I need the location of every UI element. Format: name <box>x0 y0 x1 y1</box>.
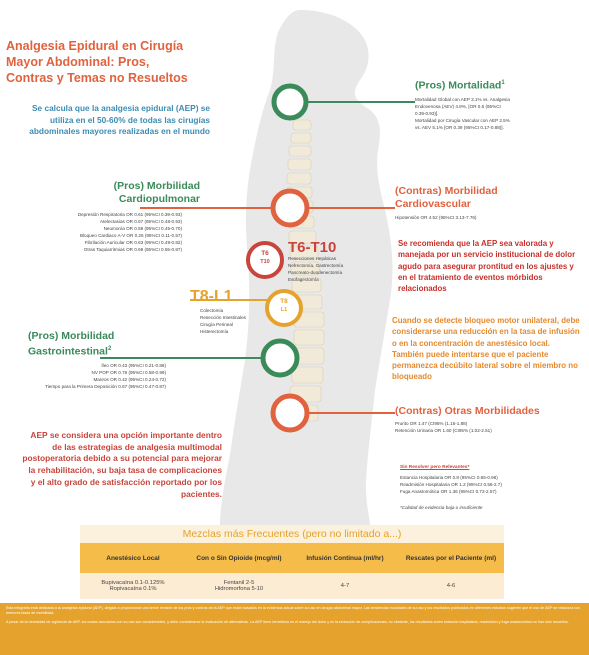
intro-text: Se calcula que la analgesia epidural (AE… <box>29 103 210 136</box>
t8-line: Cirugía Perineal <box>200 321 233 327</box>
table-header-row: Anestésico Local Con o Sin Opioide (mcg/… <box>80 543 504 573</box>
otras-line: Prurito OR 1.47 (CI95% (1.15-1.88) <box>395 421 468 426</box>
t8-line: Colectomía <box>200 308 224 313</box>
table-cell-anestesico: Bupivacaína 0.1-0.125% Ropivacaína 0.1% <box>80 573 186 599</box>
mezclas-table: Mezclas más Frecuentes (pero no limitado… <box>80 525 504 599</box>
t8-label: T8-L1 <box>190 288 233 305</box>
cell-infusion: 4-7 <box>340 583 350 589</box>
note-orange: Cuando se detecte bloqueo motor unilater… <box>392 316 580 382</box>
cardiovascular-heading: (Contras) Morbilidad Cardiovascular <box>395 185 545 211</box>
cardiopulmonar-line: Neumonía OR 0.59 (95%CI 0.45-0.70) <box>103 225 182 231</box>
table-header-cell: Anestésico Local <box>106 554 160 562</box>
cardiovascular-details: Hipotensión OR 4.52 (95%CI 3.13-7.76) <box>395 215 535 222</box>
gastro-heading-2: Gastrointestinal <box>28 345 108 358</box>
circle-otras <box>270 393 310 433</box>
gastro-sup: 2 <box>107 346 112 352</box>
mortalidad-sup: 1 <box>501 80 505 86</box>
table-row: Bupivacaína 0.1-0.125% Ropivacaína 0.1% … <box>80 573 504 599</box>
gastro-line: Mareos OR 0.42 (95%CI 0.24-0.72) <box>93 376 166 382</box>
table-cell-infusion: 4-7 <box>292 573 398 599</box>
gastro-line: Íleo OR 0.43 (95%CI 0.21-0.88) <box>101 363 166 368</box>
gastro-details: Íleo OR 0.43 (95%CI 0.21-0.88) NV POP OR… <box>8 363 166 391</box>
gastro-line: NV POP OR 0.76 (95%CI 0.58-0.99) <box>91 369 166 375</box>
cardiopulmonar-heading: (Pros) Morbilidad Cardiopulmonar <box>60 180 200 206</box>
mortalidad-heading-text: (Pros) Mortalidad <box>415 79 502 92</box>
cell-anestesico-2: Ropivacaína 0.1% <box>109 586 157 592</box>
cardiovascular-heading-1: (Contras) Morbilidad <box>395 185 498 197</box>
no-resuelto-details: Estancia Hospitalaria OR 0.8 (95%CI 0.65… <box>400 475 550 496</box>
no-resuelto-line: Readmisión Hospitalaria OR 1.2 (95%CI 0.… <box>400 481 502 487</box>
t6-circle-sub: T10 <box>260 259 270 265</box>
cell-opioide-1: Fentanil 2-5 <box>223 580 255 586</box>
mortalidad-details: Mortalidad Global con AEP 3.1% vs. Analg… <box>415 97 555 132</box>
table-cell-opioide: Fentanil 2-5 Hidromorfona 5-10 <box>186 573 292 599</box>
cardiovascular-line: Hipotensión OR 4.52 (95%CI 3.13-7.76) <box>395 215 477 220</box>
mortalidad-line: 0.39-0.93)]. <box>415 110 439 116</box>
t6-line: Esofagectomía <box>288 276 319 282</box>
cell-opioide-2: Hidromorfona 5-10 <box>214 586 264 592</box>
t8-line: Resección Intestinales <box>200 314 246 320</box>
t6-line: Resecciones Hepáticas <box>288 256 337 261</box>
footer-paragraph: A pesar de la necesidad de vigilancia de… <box>6 619 569 624</box>
footer-paragraph: Esta infografía está dedicada a la analg… <box>6 606 581 616</box>
t8-circle-sub: L1 <box>280 307 288 313</box>
t8-details: Colectomía Resección Intestinales Cirugí… <box>200 308 270 336</box>
t6-details: Resecciones Hepáticas Nefrectomía, Gastr… <box>288 256 388 284</box>
mortalidad-line: Endovenosa (AEV) 4.9%, [OR 0.6 (95%CI <box>415 103 501 109</box>
cardiopulmonar-line: Bloqueo Cardiaco A-V OR 0.25 (95%CI 0.11… <box>79 232 182 238</box>
t8-line: Histerectomía <box>200 328 229 334</box>
circle-t8 <box>265 289 303 327</box>
gastro-heading: (Pros) Morbilidad Gastrointestinal2 <box>28 330 178 359</box>
mortalidad-heading: (Pros) Mortalidad1 <box>415 77 505 93</box>
page-title: Analgesia Epidural en Cirugía Mayor Abdo… <box>6 39 188 85</box>
circle-cardio <box>270 188 310 228</box>
footer: Esta infografía está dedicada a la analg… <box>0 603 589 655</box>
no-resuelto-heading: Sin Resolver pero Relevantes* <box>400 465 470 470</box>
cardiovascular-heading-2: Cardiovascular <box>395 198 471 210</box>
otras-line: Retención Urinaria OR 1.60 (CI95% (1.02-… <box>395 427 492 433</box>
mortalidad-line: vs. AEV 5.1% [OR 0.39 (95%CI 0.17-0.88)]… <box>415 124 504 130</box>
table-header-cell: Con o Sin Opioide (mcg/ml) <box>196 554 282 562</box>
table-cell-rescates: 4-6 <box>398 573 504 599</box>
otras-details: Prurito OR 1.47 (CI95% (1.15-1.88) Reten… <box>395 421 565 435</box>
gastro-heading-1: (Pros) Morbilidad <box>28 330 115 342</box>
table-header-cell: Infusión Continua (ml/hr) <box>306 554 384 562</box>
cardiopulmonar-heading-2: Cardiopulmonar <box>118 193 200 205</box>
t6-label: T6-T10 <box>288 239 337 256</box>
cell-rescates: 4-6 <box>446 583 456 589</box>
cardiopulmonar-details: Depresión Respiratoria OR 0.61 (95%CI 0.… <box>40 212 182 253</box>
cardiopulmonar-line: Otras Taquiarritmias OR 0.69 (95%CI 0.55… <box>83 246 182 252</box>
table-header-cell: Rescates por el Paciente (ml) <box>405 554 497 562</box>
mortalidad-line: Mortalidad por Cirugía Vascular con AEP … <box>415 117 510 123</box>
cardiopulmonar-line: Atelectasias OR 0.67 (95%CI 0.48-0.93) <box>100 218 182 224</box>
no-resuelto-line: Estancia Hospitalaria OR 0.8 (95%CI 0.65… <box>400 475 498 480</box>
mortalidad-line: Mortalidad Global con AEP 3.1% vs. Analg… <box>415 97 510 102</box>
cardiopulmonar-line: Fibrilación Auricular OR 0.63 (95%CI 0.4… <box>84 239 182 245</box>
gastro-line: Tiempo para la Primera Deposición 0.67 (… <box>45 383 166 389</box>
aep-left-text: AEP se considera una opción importante d… <box>22 430 222 499</box>
note-red: Se recomienda que la AEP sea valorada y … <box>398 239 576 294</box>
t6-line: Pancreato-duodenectomía <box>288 269 343 275</box>
t6-line: Nefrectomía, Gastrectomía <box>288 262 344 268</box>
table-title: Mezclas más Frecuentes (pero no limitado… <box>80 525 504 543</box>
circle-t6 <box>246 241 284 279</box>
cardiopulmonar-heading-1: (Pros) Morbilidad <box>113 180 200 192</box>
circle-gastro <box>260 338 300 378</box>
no-resuelto-line: Fuga Anastomótica OR 1.36 (95%CI 0.72-2.… <box>400 488 497 494</box>
no-resuelto-footnote: *Calidad de evidencia baja o insuficient… <box>400 505 483 510</box>
circle-mortalidad <box>271 83 309 121</box>
cardiopulmonar-line: Depresión Respiratoria OR 0.61 (95%CI 0.… <box>77 212 182 217</box>
cell-anestesico-1: Bupivacaína 0.1-0.125% <box>101 580 165 586</box>
t8-circle-main: T8 <box>280 298 288 305</box>
otras-heading: (Contras) Otras Morbilidades <box>395 405 540 417</box>
t6-circle-main: T6 <box>261 250 269 257</box>
